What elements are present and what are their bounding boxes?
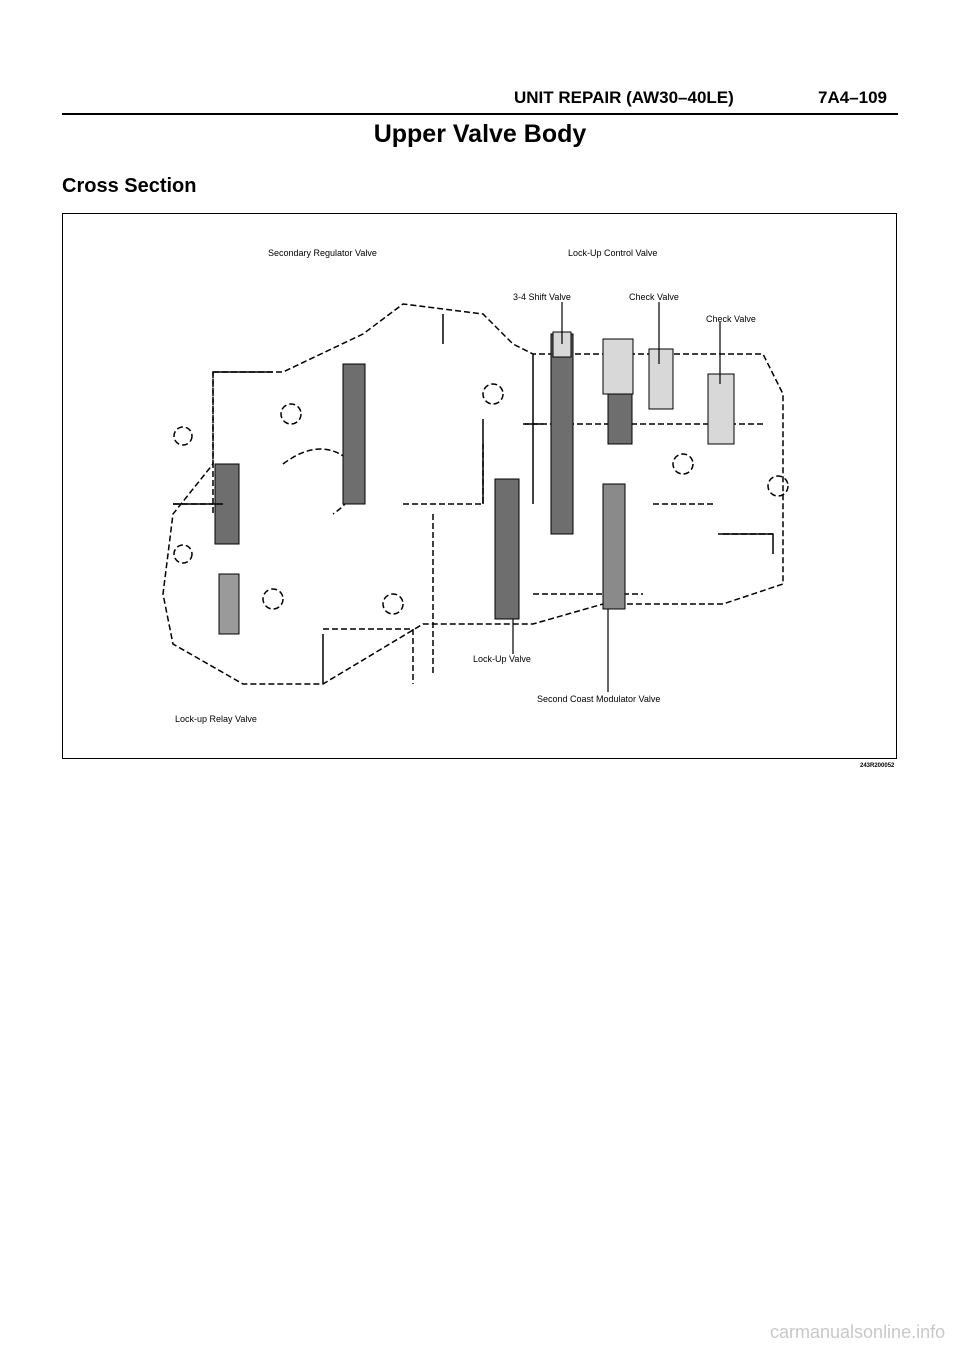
cross-section-figure: Secondary Regulator Valve Lock-Up Contro… <box>62 213 897 759</box>
label-lock-up-valve: Lock-Up Valve <box>473 654 531 664</box>
label-second-coast-modulator-valve: Second Coast Modulator Valve <box>537 694 660 704</box>
label-lock-up-relay-valve: Lock-up Relay Valve <box>175 714 257 724</box>
watermark: carmanualsonline.info <box>770 1322 946 1342</box>
label-secondary-regulator-valve: Secondary Regulator Valve <box>268 248 377 258</box>
section-title: Cross Section <box>62 175 197 197</box>
page-title: Upper Valve Body <box>373 120 587 148</box>
figure-id: 243R200052 <box>860 763 895 769</box>
valve-body-diagram: Secondary Regulator Valve Lock-Up Contro… <box>162 248 789 724</box>
header-title: UNIT REPAIR (AW30–40LE) <box>514 88 734 107</box>
header-divider <box>62 113 898 115</box>
header-page-number: 7A4–109 <box>818 88 888 107</box>
label-lock-up-control-valve: Lock-Up Control Valve <box>568 248 657 258</box>
label-check-valve: Check Valve <box>629 292 679 302</box>
label-3-4-shift-valve: 3-4 Shift Valve <box>513 292 571 302</box>
label-check-valve-right: Check Valve <box>706 314 756 324</box>
